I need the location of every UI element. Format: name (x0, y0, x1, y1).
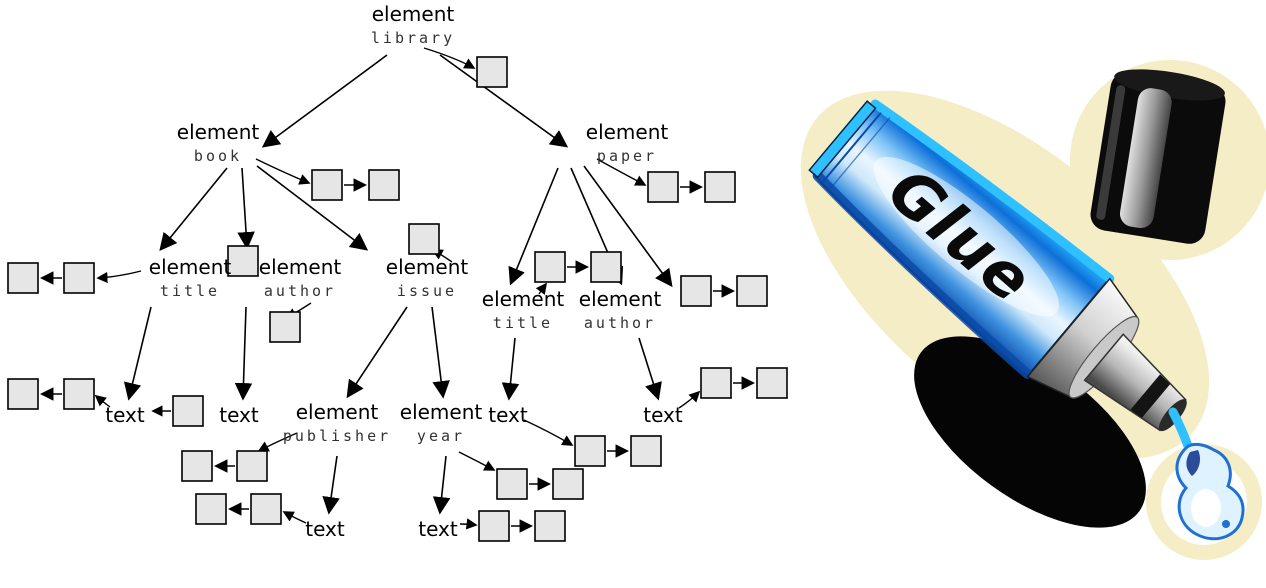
text-node-label: text (105, 403, 145, 427)
node-square (311, 169, 343, 201)
tube-shadow (914, 336, 1146, 528)
text-node-label: text (219, 403, 259, 427)
node-element-publisher: element publisher (283, 400, 391, 445)
text-node-label: text (305, 517, 345, 541)
sibling-arrows (39, 178, 756, 533)
node-square (574, 435, 606, 467)
node-square (534, 251, 566, 283)
node-square (172, 395, 204, 427)
node-square (700, 367, 732, 399)
node-element-paper: element paper (586, 120, 668, 165)
node-element-library: element library (371, 2, 455, 47)
node-square (534, 510, 566, 542)
node-type-label: element (585, 120, 669, 144)
node-name-label: issue (396, 282, 458, 300)
node-square (680, 275, 712, 307)
node-square (496, 468, 528, 500)
node-type-label: element (258, 255, 342, 279)
node-square (552, 468, 584, 500)
node-square (704, 171, 736, 203)
node-element-title-book: element title (149, 255, 231, 300)
node-square (408, 223, 440, 255)
text-node-label: text (488, 403, 528, 427)
node-square (756, 367, 788, 399)
node-name-label: title (159, 282, 221, 300)
node-type-label: element (399, 400, 483, 424)
node-element-author-book: element author (259, 255, 341, 300)
text-node-label: text (643, 403, 683, 427)
dom-node-squares (7, 56, 788, 542)
node-square (647, 171, 679, 203)
node-element-year: element year (400, 400, 482, 445)
node-square (590, 251, 622, 283)
node-square (476, 56, 508, 88)
node-square (181, 450, 213, 482)
drip-shade (1186, 450, 1200, 476)
drip-highlight (1191, 489, 1221, 527)
node-element-book: element book (177, 120, 259, 165)
node-element-title-paper: element title (482, 287, 564, 332)
node-name-label: author (263, 282, 337, 300)
node-square (478, 510, 510, 542)
glue-tube: Glue (808, 99, 1187, 432)
node-square (368, 169, 400, 201)
node-name-label: paper (596, 147, 658, 165)
node-type-label: element (578, 287, 662, 311)
node-type-label: element (385, 255, 469, 279)
glue-nozzle (1026, 277, 1187, 432)
node-element-issue: element issue (386, 255, 468, 300)
node-square (195, 493, 227, 525)
node-name-label: author (583, 314, 657, 332)
node-name-label: publisher (282, 427, 392, 445)
node-name-label: library (370, 29, 456, 47)
node-type-label: element (371, 2, 455, 26)
node-square (7, 378, 39, 410)
glue-cap (1090, 69, 1226, 244)
glue-illustration: Glue (800, 60, 1266, 560)
node-square (630, 435, 662, 467)
node-name-label: title (492, 314, 554, 332)
node-name-label: year (416, 427, 466, 445)
node-type-label: element (481, 287, 565, 311)
node-type-label: element (148, 255, 232, 279)
node-element-author-paper: element author (579, 287, 661, 332)
tree-edges (123, 54, 673, 515)
tube-crimp (808, 100, 877, 179)
node-square (236, 450, 268, 482)
node-square (7, 262, 39, 294)
node-name-label: book (193, 147, 243, 165)
node-square (250, 493, 282, 525)
node-square (63, 378, 95, 410)
node-type-label: element (176, 120, 260, 144)
node-square (269, 311, 301, 343)
drip-dot (1222, 520, 1230, 528)
node-square (227, 245, 259, 277)
node-square (63, 262, 95, 294)
node-type-label: element (295, 400, 379, 424)
text-node-label: text (418, 517, 458, 541)
node-square (736, 275, 768, 307)
